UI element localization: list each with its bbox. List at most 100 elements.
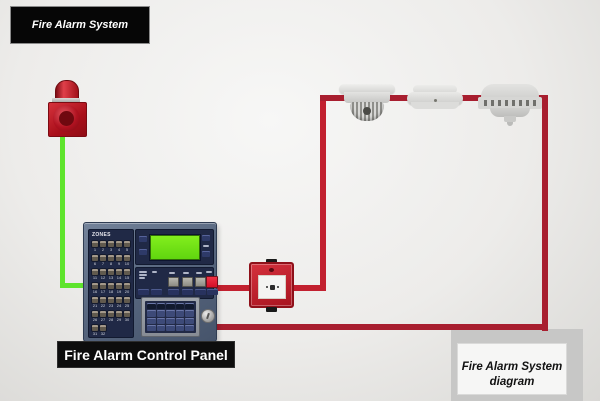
keypad-key	[156, 310, 166, 317]
call-point-marking	[269, 284, 275, 290]
panel-microlabel	[152, 271, 157, 273]
keypad-key	[185, 324, 194, 331]
zone-led-lamp	[92, 283, 98, 289]
zone-led-lamp	[108, 241, 114, 247]
detector-mount	[413, 85, 457, 94]
beacon-base	[52, 98, 80, 103]
zone-led: 22	[100, 297, 106, 308]
zone-number: 27	[100, 317, 106, 322]
zone-led: 9	[116, 255, 122, 266]
zone-led: 26	[92, 311, 98, 322]
sounder-body	[48, 102, 87, 137]
keypad-key	[166, 303, 175, 310]
panel-button	[139, 249, 147, 255]
zone-led: 20	[124, 283, 130, 294]
keypad-key	[166, 317, 175, 324]
zone-led-lamp	[124, 241, 130, 247]
zone-number: 22	[100, 303, 106, 308]
zone-led: 31	[92, 325, 98, 336]
zone-number: 21	[92, 303, 98, 308]
lcd-section	[135, 229, 214, 265]
zone-led: 10	[124, 255, 130, 266]
zone-number: 29	[116, 317, 122, 322]
zone-led-lamp	[92, 325, 98, 331]
zone-led: 16	[92, 283, 98, 294]
call-point-glass	[258, 275, 286, 299]
panel-microlabel	[139, 277, 145, 279]
keypad-key	[175, 303, 185, 310]
detector-loop-wire-return	[213, 324, 548, 330]
zone-led-lamp	[92, 241, 98, 247]
detector-vents	[484, 100, 536, 106]
fire-alarm-sounder-beacon-icon	[46, 78, 88, 137]
corner-label-line1: Fire Alarm System	[461, 361, 563, 374]
zone-led: 30	[124, 311, 130, 322]
panel-nav-button	[168, 289, 179, 295]
panel-function-button	[168, 277, 179, 287]
key-switch	[201, 309, 215, 323]
zone-led: 8	[108, 255, 114, 266]
zone-led: 32	[100, 325, 106, 336]
call-point-body	[249, 262, 294, 308]
zone-led-lamp	[116, 241, 122, 247]
call-point-wire-vertical	[320, 96, 326, 291]
panel-nav-button	[151, 289, 162, 295]
zone-led-lamp	[124, 255, 130, 261]
manual-call-point-icon	[249, 259, 294, 312]
zone-led-lamp	[116, 311, 122, 317]
zone-number: 19	[116, 289, 122, 294]
zone-led-lamp	[100, 255, 106, 261]
keypad-key	[175, 310, 185, 317]
zone-led: 7	[100, 255, 106, 266]
control-section	[135, 267, 218, 299]
zone-number: 5	[125, 247, 129, 252]
zone-led: 11	[92, 269, 98, 280]
zone-led-lamp	[100, 283, 106, 289]
zone-led: 24	[116, 297, 122, 308]
keypad-key	[185, 303, 194, 310]
zone-led: 23	[108, 297, 114, 308]
panel-function-button	[182, 277, 193, 287]
detector-nozzle-tip	[507, 122, 513, 126]
zone-led-lamp	[108, 255, 114, 261]
zone-number: 1	[93, 247, 97, 252]
keypad-key	[166, 324, 175, 331]
panel-microlabel	[203, 245, 209, 247]
zone-led: 21	[92, 297, 98, 308]
detector-center	[363, 107, 371, 115]
call-point-marking	[265, 286, 268, 288]
detector-mount	[339, 84, 395, 94]
zones-label: ZONES	[92, 232, 111, 238]
keypad-key	[185, 317, 194, 324]
panel-caption: Fire Alarm Control Panel	[57, 341, 235, 368]
zone-led-lamp	[116, 255, 122, 261]
zone-number: 13	[108, 275, 114, 280]
keypad-key	[175, 317, 185, 324]
panel-button	[139, 236, 147, 242]
panel-microlabel	[139, 271, 147, 273]
panel-nav-button	[207, 289, 218, 295]
smoke-detector-round-icon	[337, 83, 397, 135]
call-point-mount-top	[266, 259, 277, 264]
keypad-key	[185, 310, 194, 317]
panel-microlabel	[206, 271, 212, 273]
lcd-display	[149, 234, 201, 261]
detector-nozzle	[504, 116, 516, 122]
panel-nav-button	[138, 289, 149, 295]
keypad-keys	[145, 301, 196, 333]
keypad-key	[147, 324, 156, 331]
zone-led-lamp	[108, 269, 114, 275]
zone-number: 6	[93, 261, 97, 266]
sounder-wire-horizontal	[60, 283, 90, 288]
zone-number: 17	[100, 289, 106, 294]
zone-led-lamp	[100, 241, 106, 247]
keypad-key	[166, 310, 175, 317]
zone-number: 20	[124, 289, 130, 294]
zone-led: 15	[124, 269, 130, 280]
call-point-flame-glyph	[269, 268, 274, 272]
zone-led-lamp	[116, 283, 122, 289]
detector-body	[344, 92, 390, 103]
